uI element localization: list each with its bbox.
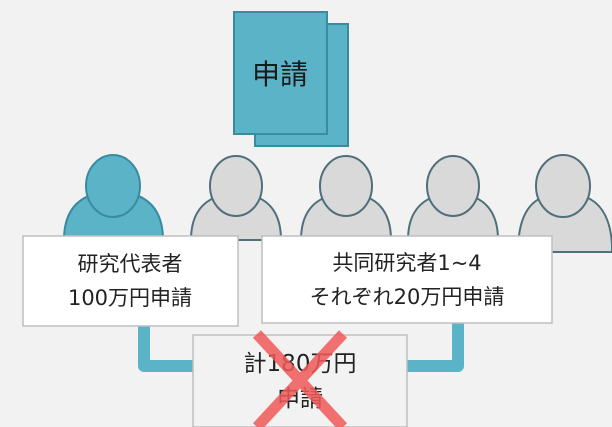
person-coinvestigator-3-icon bbox=[406, 155, 500, 241]
person-head bbox=[85, 154, 141, 218]
person-principal-icon bbox=[62, 154, 165, 241]
person-head bbox=[209, 155, 263, 217]
person-head bbox=[319, 155, 373, 217]
person-head bbox=[426, 155, 480, 217]
person-coinvestigator-1-icon bbox=[189, 155, 283, 241]
principal-amount-label: 100万円申請 bbox=[68, 286, 192, 310]
connector-left bbox=[138, 321, 210, 372]
principal-role-label: 研究代表者 bbox=[78, 252, 183, 276]
document-front-sheet bbox=[233, 11, 328, 135]
person-coinvestigator-2-icon bbox=[299, 155, 393, 241]
document-label: 申請 bbox=[252, 58, 308, 91]
reject-cross-icon bbox=[252, 330, 348, 427]
person-head bbox=[535, 154, 591, 218]
coinvestigator-request-box: 共同研究者1~4 それぞれ20万円申請 bbox=[261, 235, 553, 324]
coinvestigator-amount-label: それぞれ20万円申請 bbox=[310, 285, 505, 309]
coinvestigator-role-label: 共同研究者1~4 bbox=[332, 251, 481, 275]
connector-right bbox=[382, 318, 464, 372]
principal-request-box: 研究代表者 100万円申請 bbox=[22, 235, 239, 327]
document-stack-icon: 申請 bbox=[233, 11, 349, 147]
